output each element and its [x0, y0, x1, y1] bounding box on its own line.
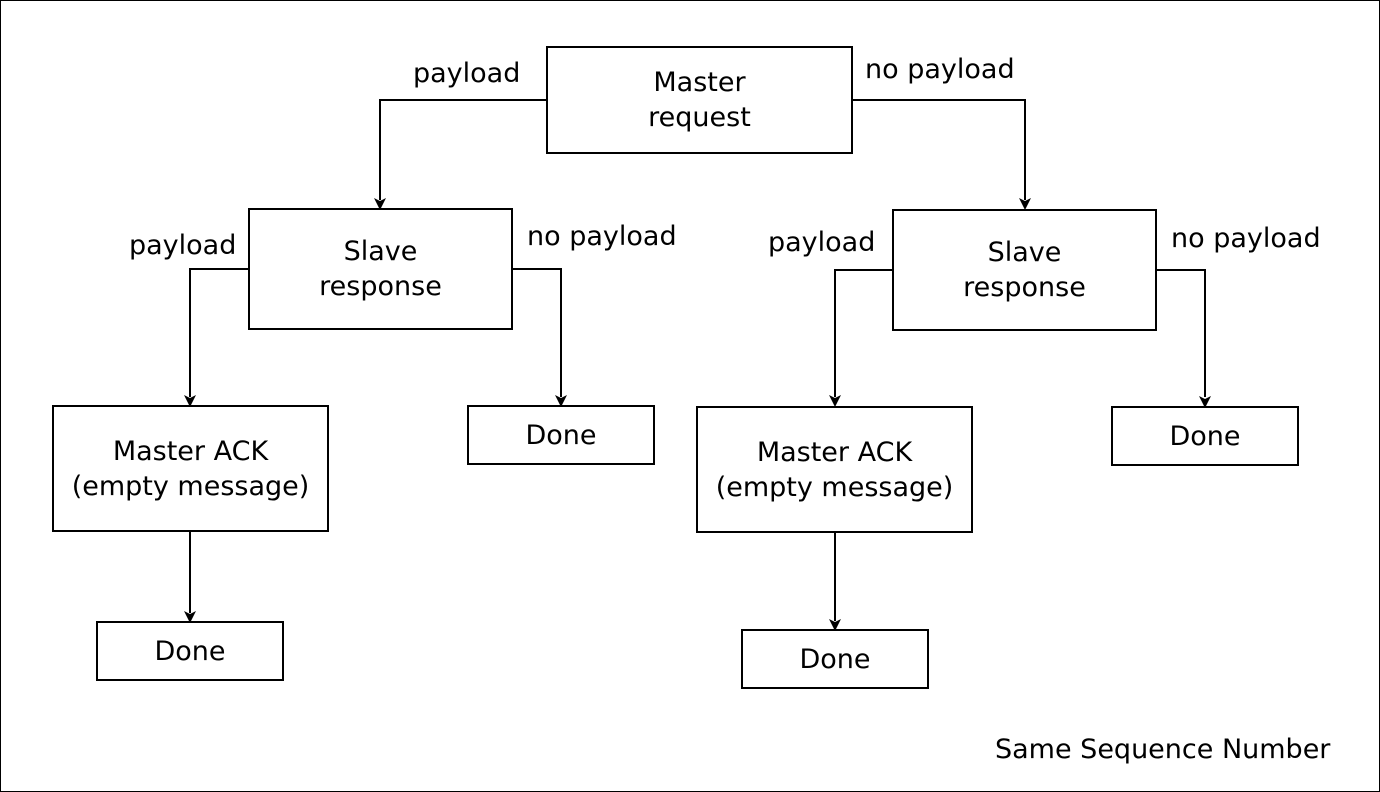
left-no-payload-label: no payload — [527, 221, 677, 252]
master-ack-left-node: Master ACK (empty message) — [52, 405, 329, 532]
left-payload-label: payload — [129, 230, 237, 261]
edge-right-no-payload — [1156, 269, 1206, 397]
done-left-no-payload-label: Done — [525, 419, 597, 451]
done-right-ack-label: Done — [799, 643, 871, 675]
footer-caption: Same Sequence Number — [995, 734, 1331, 765]
edge-root-no-payload — [852, 99, 1026, 200]
arrowhead — [1199, 396, 1211, 408]
slave-response-right-node: Slave response — [892, 209, 1157, 331]
arrowhead — [374, 198, 386, 210]
done-left-no-payload-node: Done — [467, 405, 655, 465]
done-right-no-payload-node: Done — [1111, 406, 1299, 466]
done-left-ack-label: Done — [154, 635, 226, 667]
edge-left-payload — [189, 268, 249, 397]
slave-response-right-label: Slave response — [963, 237, 1086, 303]
arrowhead — [555, 395, 567, 407]
edge-left-no-payload — [512, 268, 562, 397]
master-request-label: Master request — [648, 67, 751, 133]
master-ack-right-label: Master ACK (empty message) — [715, 436, 954, 503]
arrowhead — [1019, 198, 1031, 210]
arrowhead — [184, 611, 196, 623]
slave-response-left-node: Slave response — [248, 208, 513, 330]
edge-right-payload — [834, 269, 893, 397]
root-no-payload-label: no payload — [865, 54, 1015, 85]
slave-response-left-label: Slave response — [319, 236, 442, 302]
done-right-no-payload-label: Done — [1169, 420, 1241, 452]
arrowhead — [829, 619, 841, 631]
done-left-ack-node: Done — [96, 621, 284, 681]
master-ack-left-label: Master ACK (empty message) — [71, 435, 310, 502]
right-no-payload-label: no payload — [1171, 223, 1321, 254]
master-request-node: Master request — [546, 46, 853, 154]
done-right-ack-node: Done — [741, 629, 929, 689]
right-payload-label: payload — [768, 227, 876, 258]
root-payload-label: payload — [413, 58, 521, 89]
master-ack-right-node: Master ACK (empty message) — [696, 406, 973, 533]
edge-root-payload — [379, 99, 547, 200]
arrowhead — [829, 395, 841, 407]
arrowhead — [184, 395, 196, 407]
